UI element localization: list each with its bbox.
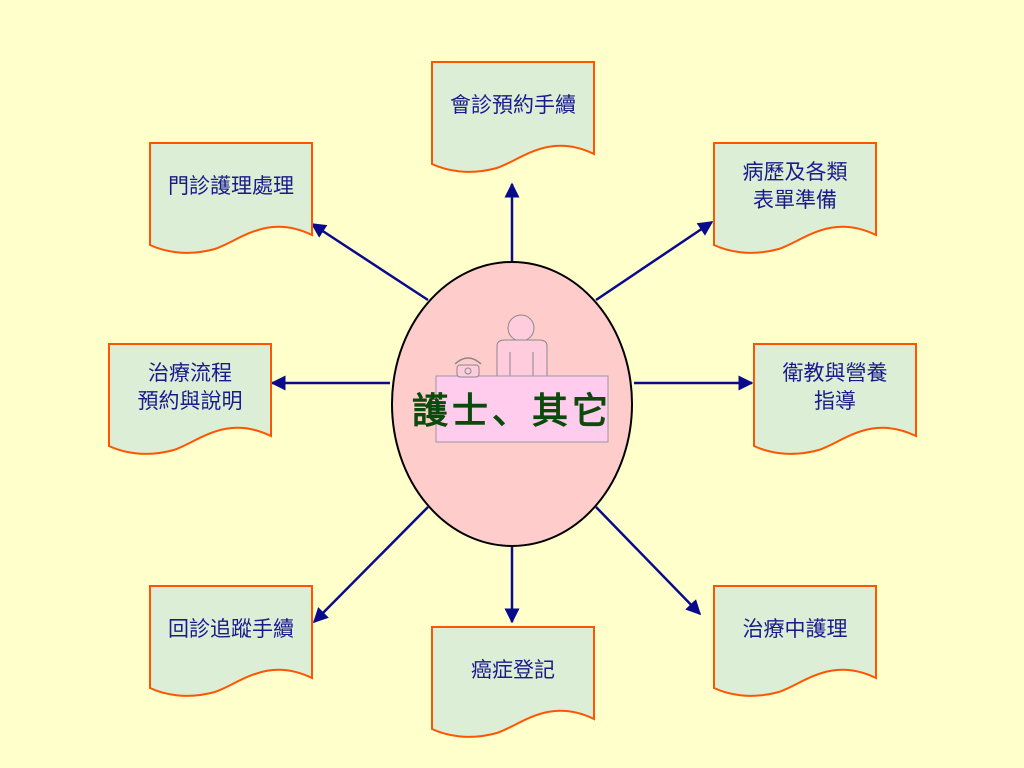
- document-shape-education: [753, 343, 917, 455]
- center-title: 護士、其它: [411, 390, 612, 432]
- document-shape-records: [713, 142, 877, 254]
- node-label-outpatient: 門診護理處理: [168, 174, 294, 198]
- node-label-schedule: 治療流程 預約與說明: [137, 361, 243, 413]
- node-label-followup: 回診追蹤手續: [168, 617, 294, 641]
- connector-arrows: [270, 182, 754, 624]
- document-shape-consult: [431, 61, 595, 173]
- arrow-to-treatment-care: [595, 506, 702, 616]
- document-shape-cancer-registry: [431, 626, 595, 738]
- document-shape-followup: [149, 585, 313, 697]
- nurse-desk-icon: [435, 314, 609, 443]
- node-label-records: 病歷及各類 表單準備: [742, 160, 848, 212]
- arrow-to-records: [595, 220, 714, 302]
- node-label-education: 衛教與營養 指導: [782, 361, 888, 413]
- node-label-treatment-care: 治療中護理: [742, 617, 848, 641]
- arrow-to-followup: [312, 506, 429, 624]
- document-shapes: [108, 61, 917, 738]
- node-label-cancer-registry: 癌症登記: [471, 658, 555, 682]
- telephone-icon: [454, 357, 482, 378]
- document-shape-treatment-care: [713, 585, 877, 697]
- document-shape-outpatient: [149, 142, 313, 254]
- node-label-consult: 會診預約手續: [450, 93, 576, 117]
- document-shape-schedule: [108, 343, 272, 455]
- arrow-to-outpatient: [310, 222, 429, 302]
